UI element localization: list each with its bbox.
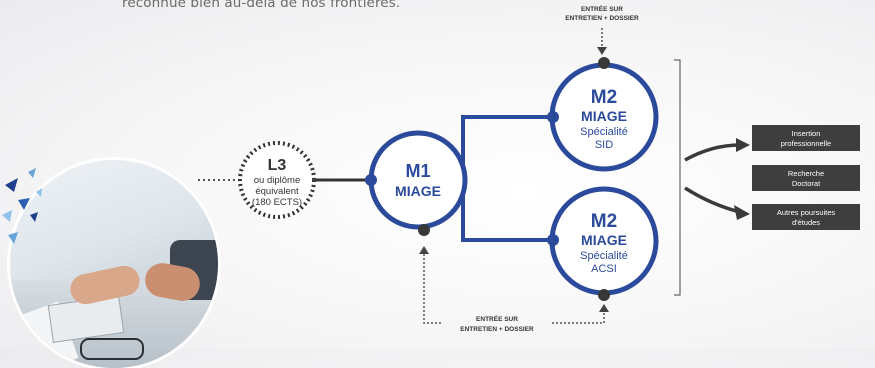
m2-sid-subtitle: MIAGE [581,108,627,124]
m2-acsi-left-dot [547,234,559,246]
m2-acsi-line-1: Spécialité [580,250,628,262]
m2-acsi-line-2: ACSI [591,263,617,275]
m2-sid-left-dot [547,111,559,123]
outcome-insertion-line-2: professionnelle [781,139,831,148]
l3-line-3: (180 ECTS) [252,197,302,208]
m2-acsi-bottom-dot [598,289,610,301]
entry-bottom-line-2: ENTRETIEN + DOSSIER [460,326,534,333]
l3-line-2: équivalent [255,186,299,197]
l3-title: L3 [268,157,287,174]
entry-top-line-2: ENTRETIEN + DOSSIER [565,15,639,22]
arrow-to-autres [684,186,741,214]
m2-sid-top-dot [598,57,610,69]
m1-to-acsi-branch [461,180,553,242]
outcome-box-insertion [752,125,860,151]
decorative-triangles [2,168,42,244]
intro-text: reconnue bien au-delà de nos frontières. [122,0,401,11]
m2-sid-line-2: SID [595,139,613,151]
entry-bottom-right-dotted-line [552,312,605,324]
entry-top-arrow-icon [597,47,607,55]
entry-top-line-1: ENTRÉE SUR [581,4,623,13]
outcome-recherche-line-1: Recherche [788,169,824,178]
miage-path-diagram: L3 ou diplôme équivalent (180 ECTS) M1 M… [2,4,860,333]
arrow-to-insertion-head-icon [736,138,750,152]
m1-subtitle: MIAGE [395,183,441,199]
l3-line-1: ou diplôme [254,175,300,186]
entry-bottom-left-arrow-icon [419,246,429,254]
outcome-recherche-line-2: Doctorat [792,179,821,188]
m2-sid-title: M2 [591,87,617,108]
outcome-box-autres [752,204,860,230]
outcome-insertion-line-1: Insertion [792,129,821,138]
m1-left-dot [365,174,377,186]
entry-bottom-right-arrow-icon [599,304,609,312]
arrow-to-autres-head-icon [734,205,750,220]
outcome-autres-line-2: d'études [792,218,820,227]
m2-acsi-subtitle: MIAGE [581,232,627,248]
entry-bottom-left-dotted-line [423,254,442,324]
m2-sid-line-1: Spécialité [580,126,628,138]
entry-bottom-line-1: ENTRÉE SUR [476,314,518,323]
m1-bottom-dot [418,224,430,236]
arrow-to-insertion [684,143,741,162]
l3-node [238,141,316,219]
m1-to-sid-branch [455,115,553,182]
m2-acsi-title: M2 [591,211,617,232]
outcome-box-recherche [752,165,860,191]
m2-bracket [674,59,681,296]
m1-title: M1 [405,161,430,181]
outcome-autres-line-1: Autres poursuites [777,208,836,217]
